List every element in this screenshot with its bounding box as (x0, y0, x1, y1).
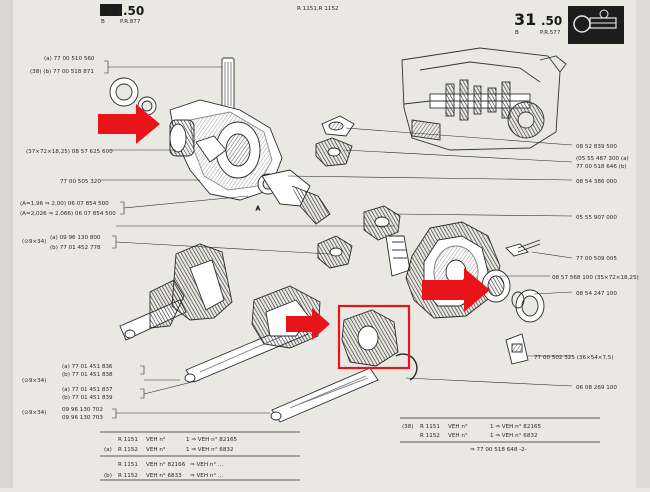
red-arrow-icon (286, 308, 330, 340)
left-page-b: B (101, 19, 105, 25)
svg-text:VEH n°: VEH n° (146, 437, 166, 443)
left-page-number: 31 (101, 4, 119, 19)
part-label: 77 00 502 325 (36×54×7,5) (534, 355, 614, 361)
part-label: (a) 77 01 451 837 (62, 387, 113, 393)
header-right: 31 .50 B P.R.577 (514, 6, 624, 44)
svg-text:1 ⇒ VEH n° 82165: 1 ⇒ VEH n° 82165 (186, 437, 238, 443)
part-label: (A=1,96 ⇒ 2,00) 06 07 854 500 (20, 201, 109, 207)
part-letter-a: A (256, 206, 260, 212)
svg-text:(a): (a) (104, 447, 112, 453)
part-label: (38) (b) 77 00 518 871 (30, 69, 94, 75)
part-label: 08 52 839 500 (576, 144, 617, 150)
right-page-sub: .50 (541, 14, 562, 28)
gearbox-cutaway-drawing (401, 47, 567, 151)
part-label: (37×72×18,25) 08 57 625 600 (26, 149, 113, 155)
table-row: (a) R 1152 VEH n° 1 ⇒ VEH n° 6832 (104, 447, 234, 453)
table-row: (38) R 1151 VEH n° 1 ⇒ VEH n° 82165 (402, 424, 542, 430)
svg-text:R 1151: R 1151 (420, 424, 440, 430)
part-label: 77 00 505 320 (60, 179, 101, 185)
svg-text:VEH n° 6833: VEH n° 6833 (146, 473, 182, 479)
part-label: 05 55 907 000 (576, 215, 617, 221)
header-left: 31 .50 B P.R.877 (100, 4, 144, 25)
part-bracket: (⊙9×34) (22, 378, 46, 384)
part-label: (a) 77 00 510 560 (44, 56, 95, 62)
part-label: (b) 77 01 451 838 (62, 372, 113, 378)
table-row: R 1151 VEH n° 1 ⇒ VEH n° 82165 (118, 437, 238, 443)
primary-shaft-drawing (119, 243, 233, 341)
part-bracket: (⊙9×34) (22, 410, 46, 416)
part-bracket: (⊙9×34) (22, 239, 46, 245)
svg-text:⇒ VEH n° ...: ⇒ VEH n° ... (190, 473, 223, 479)
table-row: R 1151 VEH n° 82166 ⇒ VEH n° ... (118, 462, 223, 468)
svg-text:R 1151: R 1151 (118, 437, 138, 443)
left-part-labels: (a) 77 00 510 560 (38) (b) 77 00 518 871… (20, 56, 116, 421)
svg-text:(b): (b) (104, 473, 112, 479)
svg-text:(38): (38) (402, 424, 413, 430)
left-page-sub: .50 (123, 4, 144, 18)
svg-text:R 1152: R 1152 (118, 447, 138, 453)
svg-text:⇒ VEH n° ...: ⇒ VEH n° ... (190, 462, 223, 468)
bottom-right-reference: ⇒ 77 00 518 648 -2- (470, 447, 527, 453)
svg-text:R 1152: R 1152 (118, 473, 138, 479)
table-row: (b) R 1152 VEH n° 6833 ⇒ VEH n° ... (104, 473, 223, 479)
part-label: 08 54 386 000 (576, 179, 617, 185)
part-label: (b) 77 01 452 778 (50, 245, 101, 251)
part-label: (05 55 487 300 (a) (576, 156, 629, 162)
svg-text:VEH n° 82166: VEH n° 82166 (146, 462, 186, 468)
part-label: (b) 77 01 451 839 (62, 395, 113, 401)
table-row: R 1152 VEH n° 1 ⇒ VEH n° 6832 (420, 433, 538, 439)
svg-text:VEH n°: VEH n° (448, 424, 468, 430)
right-page-pr: P.R.577 (540, 30, 561, 36)
part-label: 09 96 130 703 (62, 415, 103, 421)
bottom-right-table: (38) R 1151 VEH n° 1 ⇒ VEH n° 82165 R 11… (400, 417, 600, 453)
part-label: 09 96 130 702 (62, 407, 103, 413)
right-page-number: 31 (514, 10, 536, 29)
svg-text:R 1152: R 1152 (420, 433, 440, 439)
svg-text:1 ⇒ VEH n° 6832: 1 ⇒ VEH n° 6832 (490, 433, 538, 439)
bottom-left-table: R 1151 VEH n° 1 ⇒ VEH n° 82165 (a) R 115… (100, 431, 300, 481)
differential-housing-drawing: A (109, 77, 331, 225)
svg-text:1 ⇒ VEH n° 82165: 1 ⇒ VEH n° 82165 (490, 424, 542, 430)
svg-text:VEH n°: VEH n° (146, 447, 166, 453)
part-label: 08 54 247 100 (576, 291, 617, 297)
part-label: 77 00 509 005 (576, 256, 617, 262)
svg-text:1 ⇒ VEH n° 6832: 1 ⇒ VEH n° 6832 (186, 447, 234, 453)
spider-gears-drawing (315, 115, 411, 277)
svg-text:VEH n°: VEH n° (448, 433, 468, 439)
shaft-pin-drawing (221, 57, 235, 111)
right-part-labels: 08 52 839 500 (05 55 487 300 (a) 77 00 5… (534, 144, 639, 391)
right-page-b: B (515, 30, 519, 36)
right-leader-lines (287, 127, 573, 387)
output-shaft-drawing (270, 309, 418, 423)
center-title: R 1151,R 1152 (297, 6, 339, 12)
highlight-box (337, 304, 411, 370)
red-arrow-icon (422, 268, 490, 312)
left-leader-lines (100, 60, 395, 419)
part-label: (a) 77 01 451 836 (62, 364, 113, 370)
part-label: 08 57 568 100 (35×72×18,25) (552, 275, 639, 281)
left-page-pr: P.R.877 (120, 19, 141, 25)
part-label: (a) 09 96 130 800 (50, 235, 101, 241)
part-label: 77 00 518 646 (b) (576, 164, 627, 170)
part-label: (A=2,026 ⇒ 2,066) 06 07 854 500 (20, 211, 116, 217)
svg-text:R 1151: R 1151 (118, 462, 138, 468)
red-arrow-icon (98, 104, 160, 144)
part-label: 06 08 269 100 (576, 385, 617, 391)
